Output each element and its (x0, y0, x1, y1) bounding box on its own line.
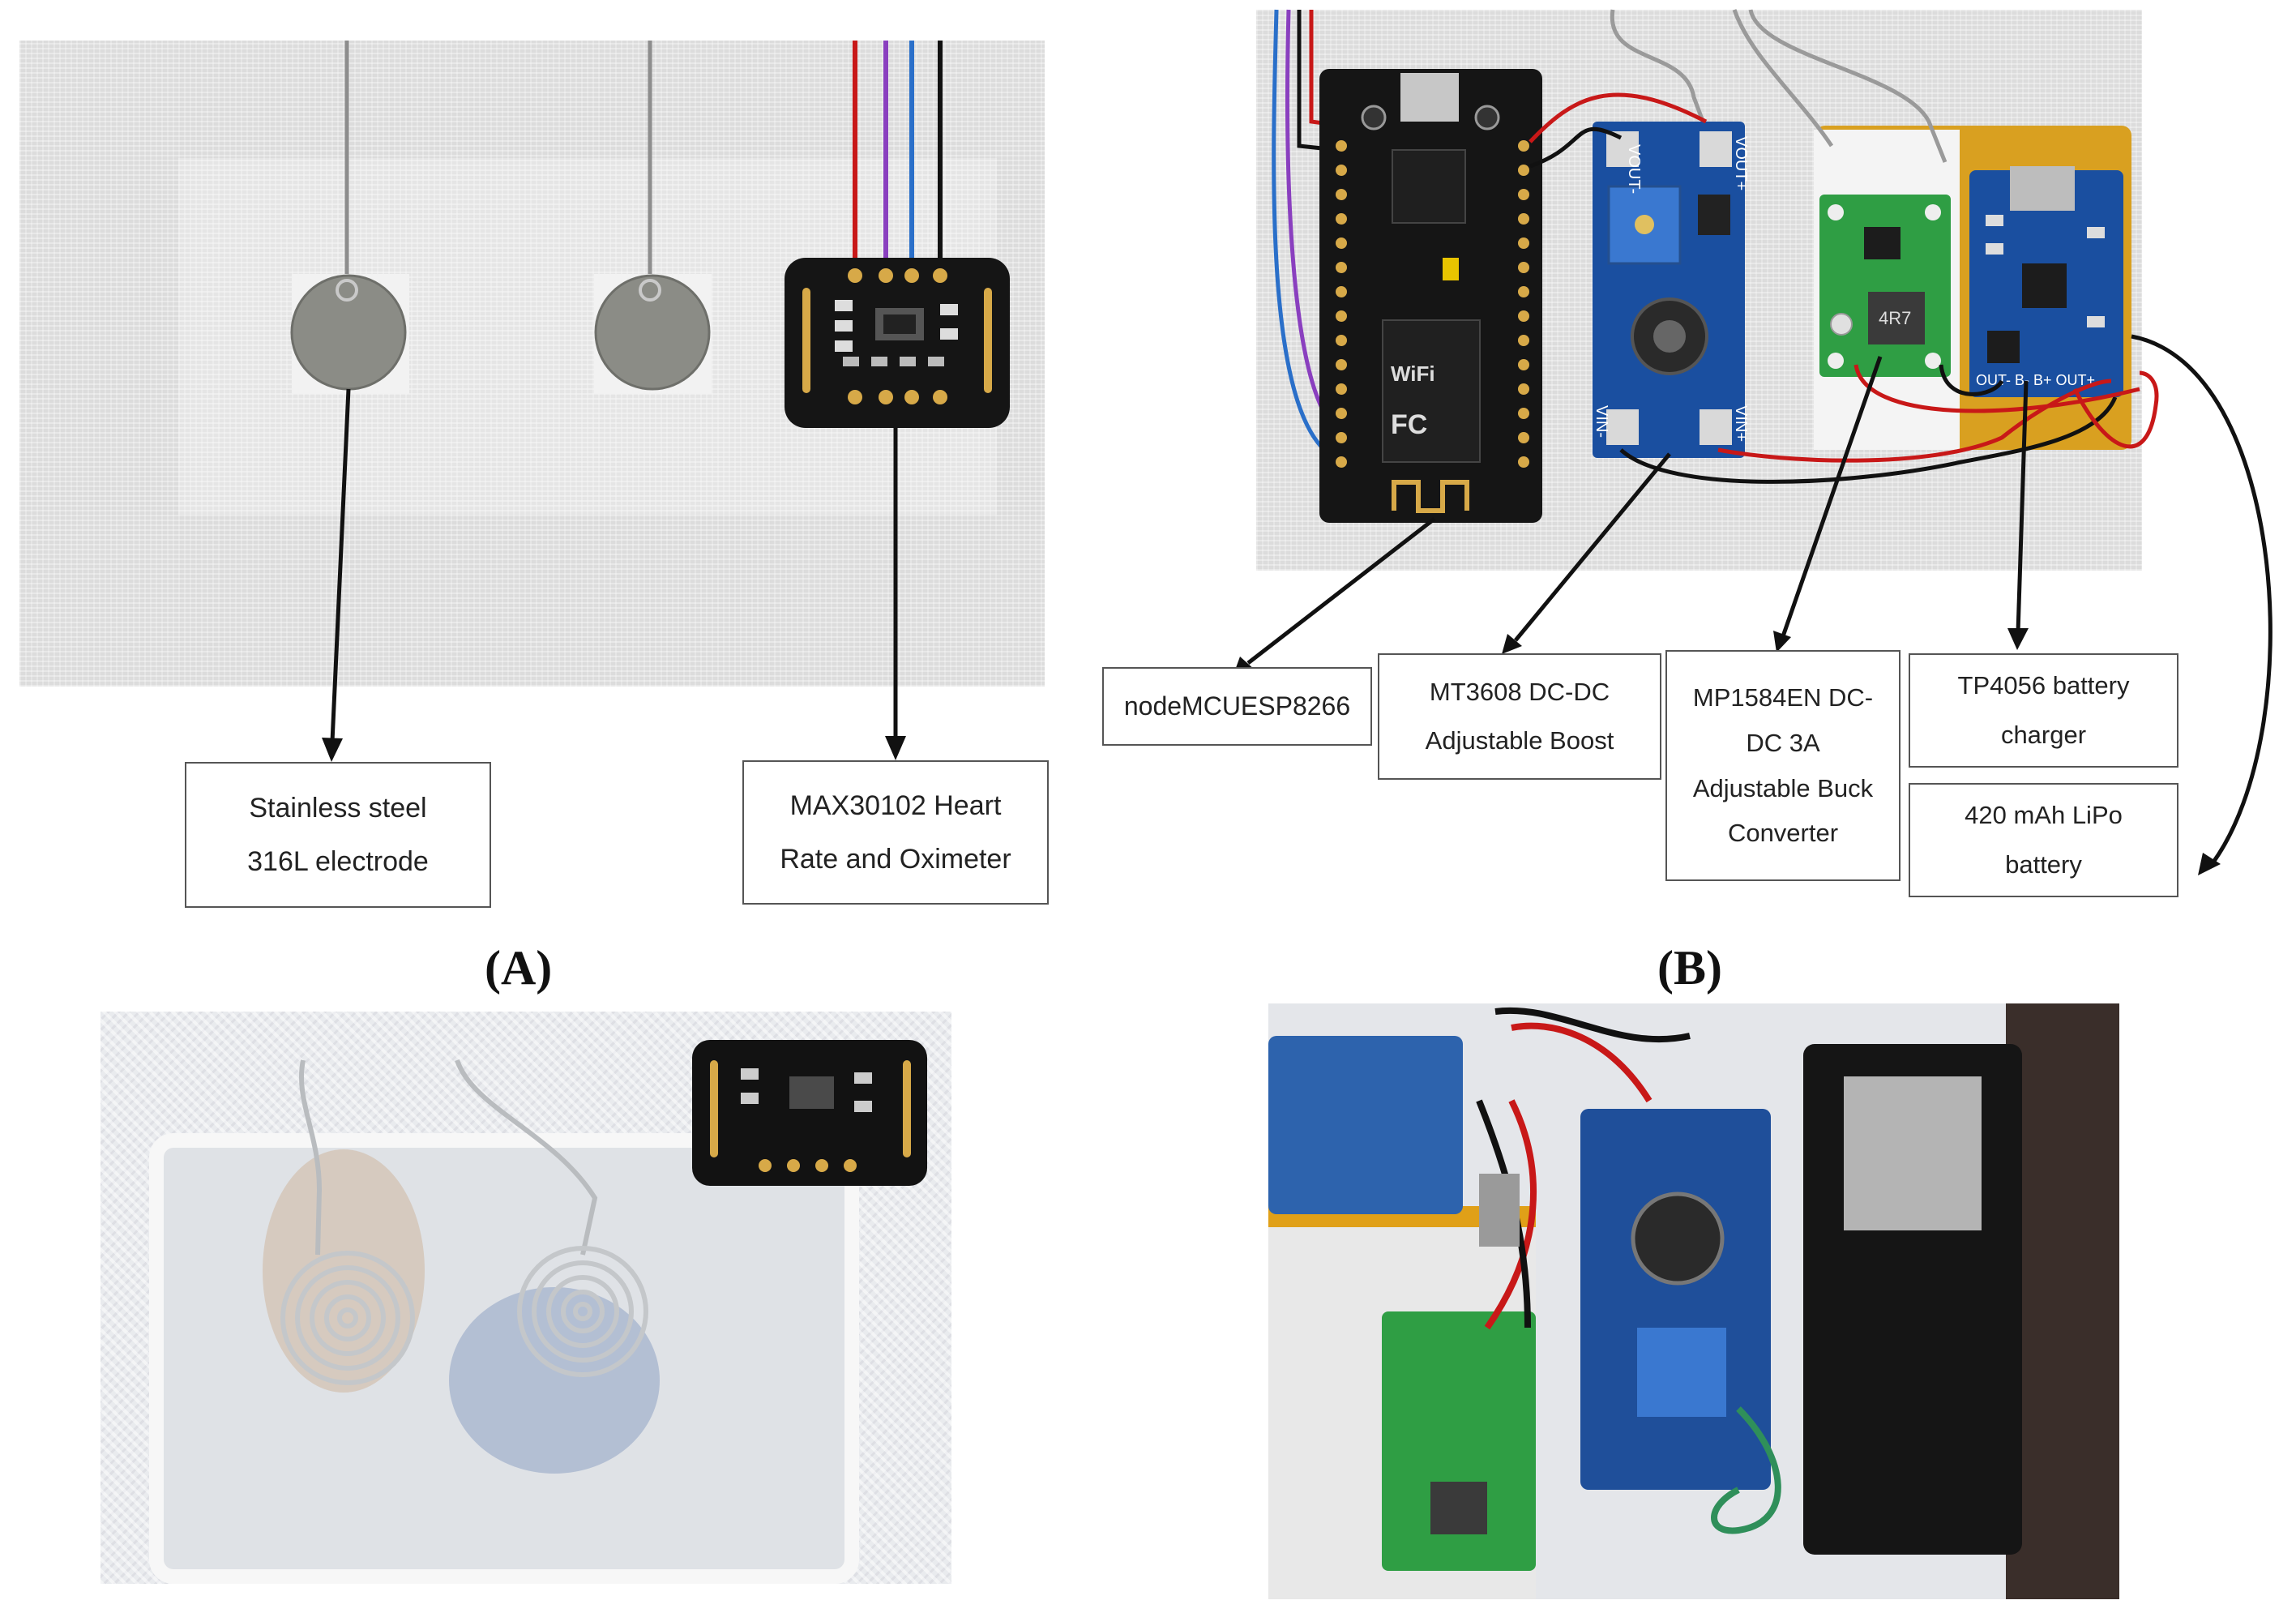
mt3608-label-line2: Adjustable Boost (1425, 726, 1614, 755)
boost-vout-plus: VOUT+ (1732, 136, 1750, 190)
max30102-board (785, 258, 1010, 428)
photo-tp4056-board (1268, 1036, 1463, 1214)
mp1584en-label-line4: Converter (1727, 819, 1839, 848)
lipo-battery-label: 420 mAh LiPo battery (1909, 783, 2178, 897)
spiral-electrode-photo (100, 1012, 951, 1584)
mt3608-board: VOUT- VOUT+ VIN- VIN+ (1593, 122, 1750, 458)
photo-esp-shield (1844, 1076, 1982, 1230)
lipo-battery-label-line2: battery (2005, 849, 2082, 879)
tp4056-label-line2: charger (2000, 720, 2087, 749)
mp1584en-label: MP1584EN DC- DC 3A Adjustable Buck Conve… (1665, 650, 1901, 881)
photo-mt3608-board (1580, 1109, 1771, 1490)
photo-assembly-drawing (1268, 1007, 2022, 1571)
electrode-disc-right (594, 274, 712, 394)
electrode-label-line2: 316L electrode (247, 846, 429, 877)
photo-slide-switch (1479, 1174, 1520, 1247)
photo-dark-background (2006, 1003, 2119, 1599)
charger-pin-text: OUT- B- B+ OUT+ (1976, 372, 2095, 388)
boost-vin-plus: VIN+ (1732, 405, 1750, 442)
mt3608-label: MT3608 DC-DC Adjustable Boost (1378, 653, 1661, 780)
mp1584en-label-line2: DC 3A (1746, 728, 1820, 757)
electrode-disc-left (290, 274, 409, 394)
photo-blue-stain (449, 1287, 660, 1474)
mp1584en-label-line3: Adjustable Buck (1692, 773, 1874, 802)
tp4056-label: TP4056 battery charger (1909, 653, 2178, 768)
mp1584en-label-line1: MP1584EN DC- (1692, 682, 1874, 712)
nodemcu-board: WiFi FC (1319, 69, 1542, 523)
nodemcu-label: nodeMCUESP8266 (1102, 667, 1372, 746)
wifi-logo-text: WiFi (1391, 362, 1435, 386)
tp4056-label-line1: TP4056 battery (1957, 671, 2130, 700)
buck-inductor-text: 4R7 (1879, 308, 1911, 328)
photo-spirals (280, 1040, 927, 1385)
electrode-label: Stainless steel 316L electrode (185, 762, 491, 908)
boost-vout-minus: VOUT- (1625, 144, 1643, 194)
spiral-electrode-left (280, 1251, 415, 1385)
nodemcu-label-text: nodeMCUESP8266 (1123, 691, 1351, 721)
assembled-circuit-photo (1268, 1003, 2119, 1599)
mp1584en-board: 4R7 (1819, 195, 1951, 377)
photo-mp1584en-board (1382, 1311, 1536, 1571)
panel-a-tag: (A) (485, 941, 553, 995)
max30102-label-line2: Rate and Oximeter (780, 844, 1011, 875)
spiral-electrode-right (517, 1246, 648, 1377)
photo-inner-patch (149, 1133, 859, 1584)
mt3608-label-line1: MT3608 DC-DC (1429, 677, 1610, 706)
fc-logo-text: FC (1391, 409, 1427, 440)
tp4056-board: OUT- B- B+ OUT+ (1969, 166, 2123, 397)
boost-vin-minus: VIN- (1593, 405, 1610, 438)
photo-max30102-board (692, 1040, 927, 1186)
electrode-label-line1: Stainless steel (249, 792, 427, 824)
panel-b-tag: (B) (1657, 941, 1722, 995)
max30102-label-line1: MAX30102 Heart (789, 789, 1002, 821)
max30102-label: MAX30102 Heart Rate and Oximeter (742, 760, 1049, 905)
lipo-battery-label-line1: 420 mAh LiPo (1965, 801, 2123, 830)
